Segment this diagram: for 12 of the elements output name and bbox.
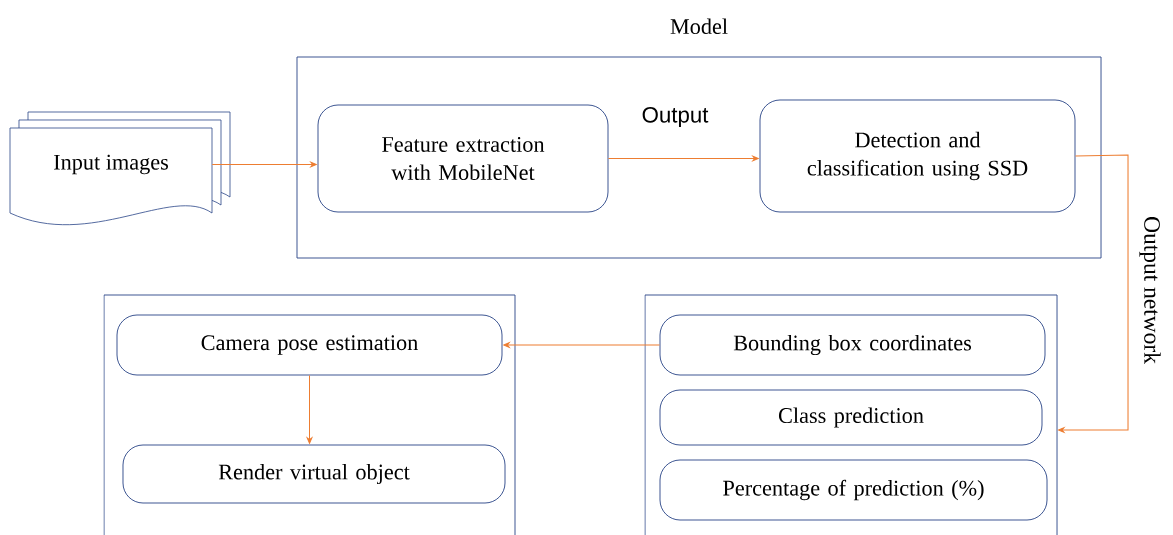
process-box: Class prediction (659, 389, 1043, 446)
process-box: Feature extraction with MobileNet (317, 104, 609, 213)
process-box: Detection and classification using SSD (759, 99, 1076, 213)
group-box (644, 294, 1058, 535)
edge-label: Output network (1138, 214, 1162, 366)
process-box: Render virtual object (122, 444, 506, 504)
group-box (103, 294, 516, 535)
edge-label: Output (640, 105, 710, 129)
node-label: Model (670, 18, 728, 35)
process-box: Bounding box coordinates (659, 314, 1046, 376)
process-box: Percentage of prediction (%) (659, 459, 1048, 521)
process-box: Camera pose estimation (116, 314, 503, 376)
